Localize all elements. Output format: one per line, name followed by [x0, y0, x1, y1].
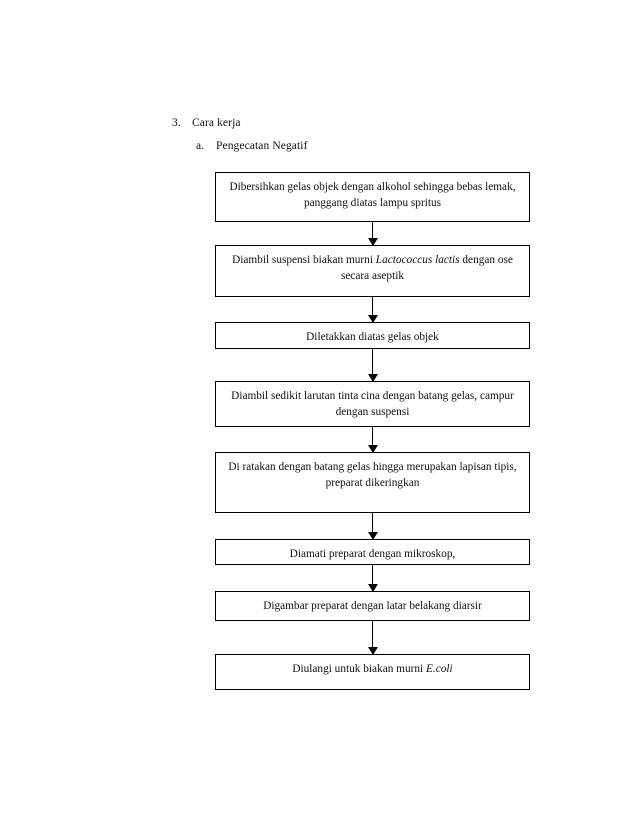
flow-arrow-5-to-6: [215, 513, 530, 540]
list-marker: 3.: [172, 117, 181, 129]
flow-node-step-3: Diletakkan diatas gelas objek: [215, 322, 530, 349]
arrow-shaft: [372, 427, 374, 452]
arrow-shaft: [372, 565, 374, 591]
flow-node-text-pre: Diambil suspensi biakan murni: [232, 254, 376, 266]
flow-node-step-2: Diambil suspensi biakan murni Lactococcu…: [215, 245, 530, 297]
heading-list: 3. Cara kerja a. Pengecatan Negatif: [172, 116, 592, 154]
flow-node-text: Digambar preparat dengan latar belakang …: [263, 600, 482, 612]
list-marker: a.: [196, 140, 205, 152]
flow-node-step-1: Dibersihkan gelas objek dengan alkohol s…: [215, 172, 530, 222]
list-item-pengecatan-negatif: a. Pengecatan Negatif: [196, 139, 592, 154]
flowchart: Dibersihkan gelas objek dengan alkohol s…: [215, 172, 530, 690]
arrow-shaft: [372, 513, 374, 539]
species-name-e-coli: E.coli: [426, 663, 453, 675]
flow-node-step-7: Digambar preparat dengan latar belakang …: [215, 591, 530, 621]
flow-arrow-6-to-7: [215, 565, 530, 592]
flow-arrow-2-to-3: [215, 297, 530, 323]
flow-arrow-3-to-4: [215, 349, 530, 382]
list-item-label: Pengecatan Negatif: [216, 140, 308, 152]
arrow-shaft: [372, 222, 374, 245]
arrow-head-icon: [367, 315, 378, 323]
arrow-head-icon: [367, 584, 378, 592]
arrow-shaft: [372, 349, 374, 381]
flow-arrow-4-to-5: [215, 427, 530, 453]
flow-node-text: Di ratakan dengan batang gelas hingga me…: [228, 461, 517, 489]
flow-node-text: Diambil sedikit larutan tinta cina denga…: [231, 390, 514, 418]
arrow-head-icon: [367, 374, 378, 382]
list-item-label: Cara kerja: [192, 117, 241, 129]
flow-node-text-post: dengan ose secara aseptik: [340, 254, 513, 282]
flow-node-text: Diulangi untuk biakan murni E.coli: [226, 661, 519, 677]
arrow-head-icon: [367, 532, 378, 540]
flow-node-step-5: Di ratakan dengan batang gelas hingga me…: [215, 452, 530, 513]
flow-node-text: Diamati preparat dengan mikroskop,: [289, 548, 456, 560]
flow-node-text: Dibersihkan gelas objek dengan alkohol s…: [229, 181, 516, 209]
flow-node-text: Diambil suspensi biakan murni Lactococcu…: [226, 252, 519, 284]
arrow-head-icon: [367, 647, 378, 655]
arrow-shaft: [372, 621, 374, 654]
arrow-shaft: [372, 297, 374, 322]
list-item-cara-kerja: 3. Cara kerja: [172, 116, 592, 131]
species-name-lactococcus-lactis: Lactococcus lactis: [375, 254, 460, 266]
flow-node-text-pre: Diulangi untuk biakan murni: [292, 663, 426, 675]
flow-arrow-7-to-8: [215, 621, 530, 655]
flow-node-step-4: Diambil sedikit larutan tinta cina denga…: [215, 381, 530, 427]
flow-node-text: Diletakkan diatas gelas objek: [306, 331, 439, 343]
flow-arrow-1-to-2: [215, 222, 530, 246]
flow-node-step-8: Diulangi untuk biakan murni E.coli: [215, 654, 530, 690]
flow-node-step-6: Diamati preparat dengan mikroskop,: [215, 539, 530, 565]
arrow-head-icon: [367, 238, 378, 246]
arrow-head-icon: [367, 445, 378, 453]
